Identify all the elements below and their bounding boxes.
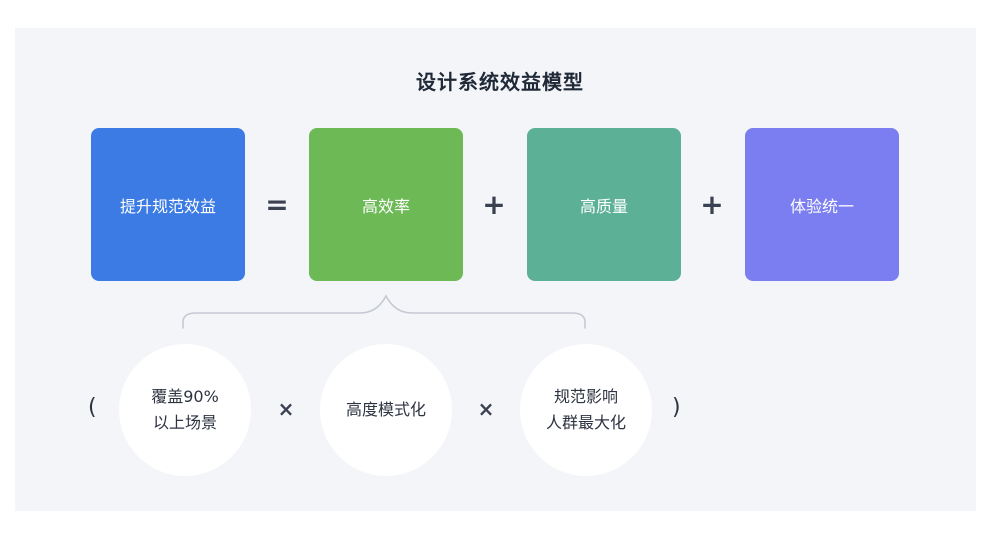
close-parenthesis: ) <box>672 395 681 420</box>
factor-patterns-line1: 高度模式化 <box>345 400 426 419</box>
term-box-consistency: 体验统一 <box>745 128 899 281</box>
factor-circle-coverage: 覆盖90% 以上场景 <box>119 344 251 476</box>
diagram-title: 设计系统效益模型 <box>416 70 584 94</box>
open-parenthesis: ( <box>88 395 97 420</box>
term-label-quality: 高质量 <box>579 196 628 216</box>
factor-reach-line1: 规范影响 <box>553 387 618 406</box>
equals-sign: = <box>265 188 289 221</box>
term-box-efficiency: 高效率 <box>309 128 463 281</box>
result-box: 提升规范效益 <box>91 128 245 281</box>
plus-sign-2: + <box>700 188 724 221</box>
factor-coverage-line1: 覆盖90% <box>151 387 219 406</box>
term-label-efficiency: 高效率 <box>361 196 410 216</box>
factor-circle-patterns: 高度模式化 <box>320 344 452 476</box>
term-box-quality: 高质量 <box>527 128 681 281</box>
term-label-consistency: 体验统一 <box>789 196 854 216</box>
factor-reach-line2: 人群最大化 <box>545 413 626 432</box>
times-sign-1: × <box>277 397 295 421</box>
plus-sign-1: + <box>482 188 506 221</box>
factor-circle-reach: 规范影响 人群最大化 <box>520 344 652 476</box>
times-sign-2: × <box>477 397 495 421</box>
result-label: 提升规范效益 <box>119 196 216 216</box>
factor-coverage-line2: 以上场景 <box>152 413 217 432</box>
